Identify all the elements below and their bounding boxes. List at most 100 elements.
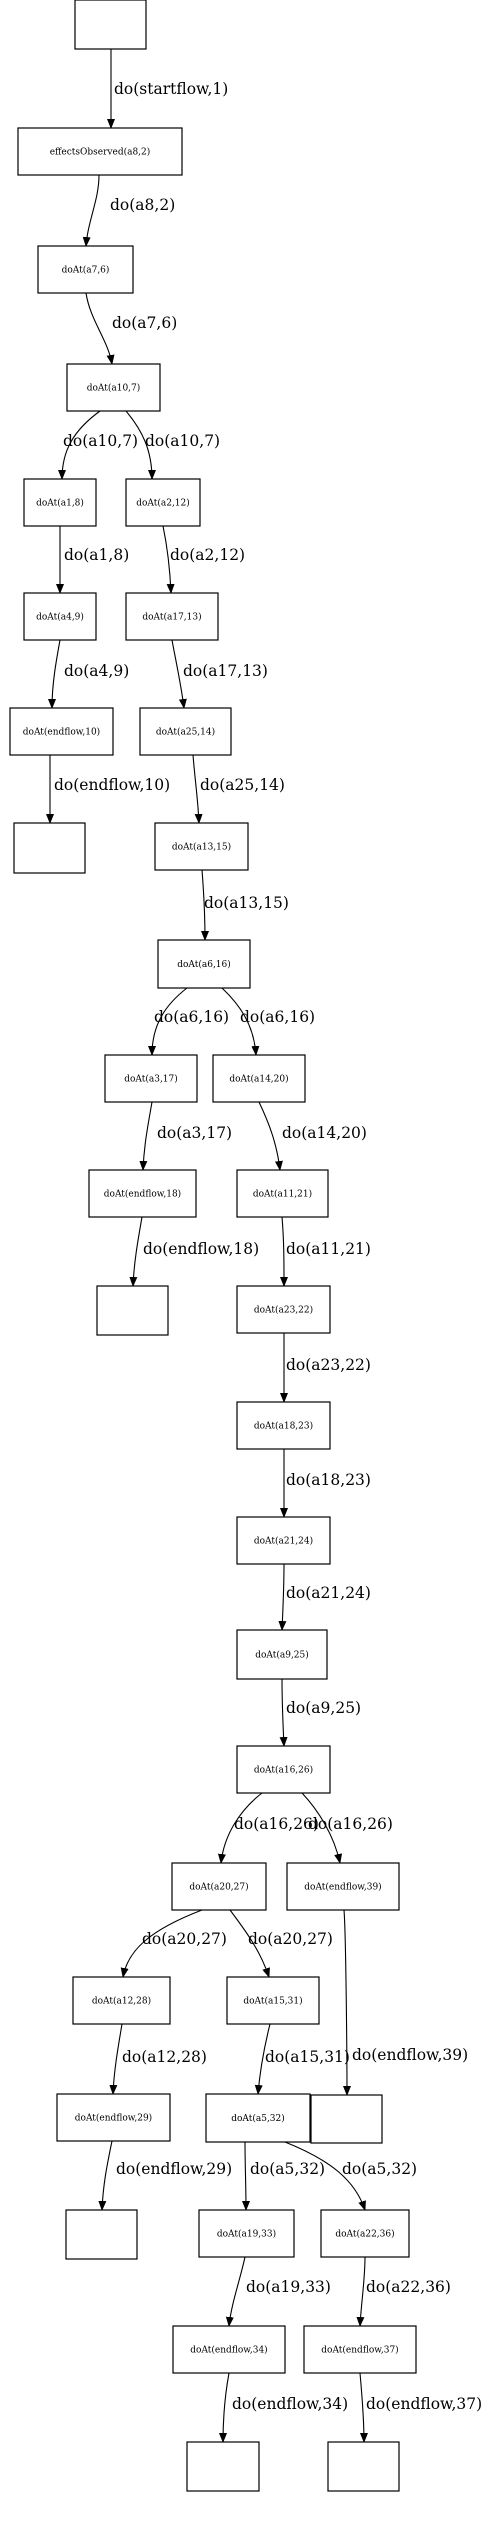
node-label-doat-a9-25: doAt(a9,25) [255, 1650, 309, 1661]
edge-arrow-n31-n33 [225, 2256, 246, 2327]
edge-label-do-a11-21: do(a11,21) [286, 1240, 371, 1258]
empty-node-box [65, 2209, 138, 2260]
node-box-doat-endflow-34 [172, 2325, 286, 2374]
edge-label-do-a21-24: do(a21,24) [286, 1584, 371, 1602]
edge-arrow-n5-n7 [162, 525, 175, 594]
edge-label-do-a10-7: do(a10,7) [63, 432, 138, 450]
edge-label-do-a8-2: do(a8,2) [110, 196, 175, 214]
edge-label-do-a20-27: do(a20,27) [142, 1930, 227, 1948]
edges-layer: do(startflow,1) do(a8,2) do(a7,6) do(a10,7)… [46, 49, 482, 2443]
edge-arrow-n12-n13 [148, 987, 188, 1056]
node-box-doat-a21-24 [236, 1516, 331, 1565]
empty-node-box [327, 2441, 400, 2492]
node-label-effectsobserved-a8-2: effectsObserved(a8,2) [50, 147, 151, 158]
node-box-doat-a23-22 [236, 1285, 331, 1334]
edge-arrow-n29-n32 [284, 2141, 366, 2211]
edge-arrow-n6-n8 [48, 639, 61, 709]
edge-arrow-n15-n17 [129, 1216, 143, 1287]
node-box-doat-endflow-37 [303, 2325, 417, 2374]
node-box-doat-endflow-10 [9, 707, 114, 756]
empty-node-box [74, 0, 147, 50]
edge-arrow-n33-n35 [219, 2372, 230, 2443]
edge-label-do-a23-22: do(a23,22) [286, 1356, 371, 1374]
edge-arrow-n9-n11 [192, 754, 203, 824]
edge-label-do-a7-6: do(a7,6) [112, 314, 177, 332]
node-box-doat-a20-27 [171, 1862, 267, 1911]
edge-arrow-n28-n30 [98, 2140, 113, 2211]
node-box-doat-a17-13 [125, 592, 219, 641]
edge-arrow-n1-n2 [82, 174, 100, 247]
edge-label-do-a14-20: do(a14,20) [282, 1124, 367, 1142]
nodes-layer: effectsObserved(a8,2) doAt(a7,6) doAt(a10,… [9, 0, 417, 2492]
edge-label-do-a1-8: do(a1,8) [64, 546, 129, 564]
node-box-doat-a6-16 [157, 939, 251, 989]
edge-label-do-a3-17: do(a3,17) [157, 1124, 232, 1142]
edge-label-do-a5-32: do(a5,32) [342, 2160, 417, 2178]
node-label-doat-endflow-37: doAt(endflow,37) [321, 2345, 398, 2356]
edge-arrow-n32-n34 [356, 2256, 366, 2327]
edge-label-do-endflow-10: do(endflow,10) [54, 776, 170, 794]
node-label-doat-a21-24: doAt(a21,24) [254, 1536, 313, 1547]
edge-label-do-endflow-39: do(endflow,39) [352, 2046, 468, 2064]
edge-label-do-a5-32: do(a5,32) [250, 2160, 325, 2178]
edge-arrow-n13-n15 [139, 1101, 153, 1171]
edge-arrow-n2-n3 [85, 292, 115, 365]
edge-arrow-n11-n12 [200, 869, 209, 941]
edge-arrow-n3-n5 [125, 410, 156, 480]
node-label-doat-endflow-10: doAt(endflow,10) [23, 727, 100, 738]
node-box-doat-a11-21 [236, 1169, 329, 1218]
node-box-doat-a18-23 [236, 1401, 331, 1450]
edge-label-do-startflow-1: do(startflow,1) [114, 80, 228, 98]
edge-label-do-a15-31: do(a15,31) [265, 2048, 350, 2066]
edge-arrow-n22-n24 [301, 1792, 343, 1864]
empty-node-box [310, 2094, 383, 2144]
node-box-doat-a22-36 [320, 2209, 410, 2258]
node-label-doat-a7-6: doAt(a7,6) [62, 265, 110, 276]
edge-label-do-a6-16: do(a6,16) [240, 1008, 315, 1026]
edge-label-do-a2-12: do(a2,12) [170, 546, 245, 564]
edge-label-do-a9-25: do(a9,25) [286, 1699, 361, 1717]
edge-arrow-n25-n28 [109, 2023, 123, 2095]
edge-arrow-n14-n16 [258, 1101, 283, 1171]
edge-arrow-n16-n18 [279, 1216, 288, 1287]
node-box-doat-a5-32 [205, 2093, 311, 2143]
node-box-doat-a16-26 [236, 1745, 331, 1794]
edge-label-do-a13-15: do(a13,15) [204, 894, 289, 912]
node-label-doat-a22-36: doAt(a22,36) [335, 2229, 394, 2240]
node-label-doat-a11-21: doAt(a11,21) [253, 1189, 312, 1200]
node-box-doat-a10-7 [66, 363, 161, 412]
node-label-doat-endflow-29: doAt(endflow,29) [75, 2113, 152, 2124]
edge-arrow-n22-n23 [217, 1792, 263, 1864]
edge-arrow-n29-n31 [241, 2141, 250, 2211]
edge-label-do-a17-13: do(a17,13) [183, 662, 268, 680]
node-box-doat-a1-8 [23, 478, 97, 527]
node-box-doat-a12-28 [72, 1976, 171, 2025]
edge-label-do-a4-9: do(a4,9) [64, 662, 129, 680]
edge-label-do-a10-7: do(a10,7) [145, 432, 220, 450]
node-label-doat-a5-32: doAt(a5,32) [231, 2113, 285, 2124]
node-box-doat-a15-31 [226, 1976, 320, 2025]
node-label-doat-a25-14: doAt(a25,14) [156, 727, 215, 738]
node-box-doat-a25-14 [139, 707, 232, 756]
node-box-effectsobserved-a8-2 [17, 127, 183, 176]
node-box-doat-a2-12 [125, 478, 201, 527]
node-label-doat-a1-8: doAt(a1,8) [36, 498, 84, 509]
node-label-doat-endflow-34: doAt(endflow,34) [190, 2345, 267, 2356]
node-label-doat-a20-27: doAt(a20,27) [189, 1882, 248, 1893]
node-box-doat-a19-33 [198, 2209, 295, 2258]
edge-label-do-a16-26: do(a16,26) [308, 1815, 393, 1833]
edge-label-do-a19-33: do(a19,33) [246, 2278, 331, 2296]
edge-label-do-a6-16: do(a6,16) [154, 1008, 229, 1026]
empty-node-box [13, 822, 86, 874]
node-label-doat-a10-7: doAt(a10,7) [87, 383, 141, 394]
edge-arrow-n26-n29 [254, 2023, 271, 2095]
edge-label-do-a18-23: do(a18,23) [286, 1471, 371, 1489]
node-label-doat-a17-13: doAt(a17,13) [142, 612, 201, 623]
edge-label-do-a16-26: do(a16,26) [234, 1815, 319, 1833]
edge-label-do-a25-14: do(a25,14) [200, 776, 285, 794]
node-label-doat-endflow-18: doAt(endflow,18) [104, 1189, 181, 1200]
node-label-doat-a2-12: doAt(a2,12) [136, 498, 190, 509]
empty-node-box [186, 2441, 260, 2492]
node-label-doat-a19-33: doAt(a19,33) [217, 2229, 276, 2240]
